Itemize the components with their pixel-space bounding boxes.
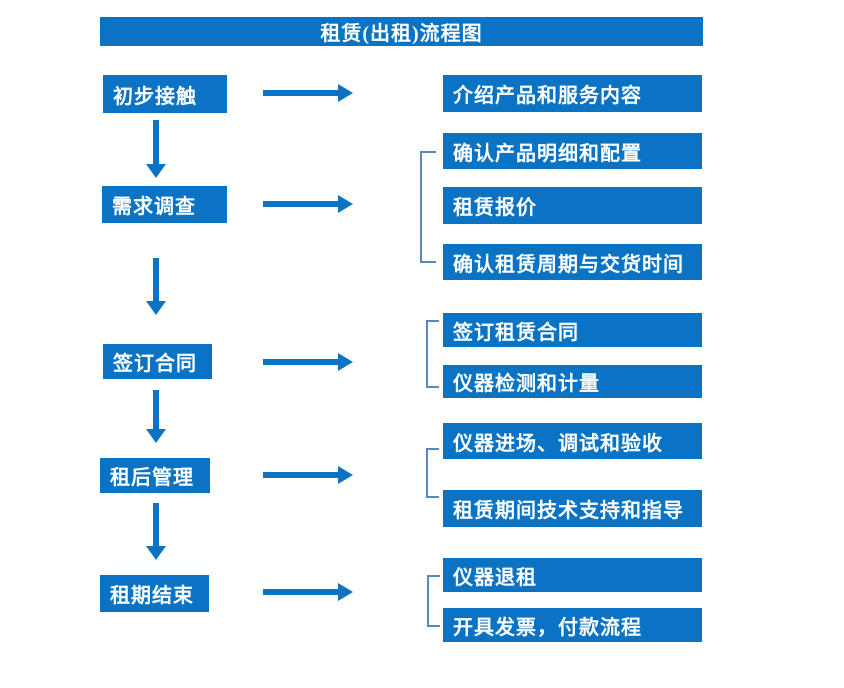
arrow-head-down-icon (146, 546, 166, 560)
detail-sign-rental-contract: 签订租赁合同 (443, 313, 702, 347)
stage-post-rental-management: 租后管理 (100, 458, 210, 493)
detail-invoice-payment-process: 开具发票，付款流程 (443, 608, 702, 642)
detail-rental-tech-support-guidance: 租赁期间技术支持和指导 (443, 490, 702, 527)
down-arrow-stage4-to-stage5 (146, 503, 166, 560)
down-arrow-stage2-to-stage3 (146, 258, 166, 315)
arrow-shaft (263, 90, 339, 96)
stage-demand-survey: 需求调查 (102, 186, 227, 223)
right-arrow-stage5 (263, 583, 353, 601)
arrow-head-right-icon (338, 466, 353, 484)
arrow-shaft (263, 359, 339, 365)
group-bracket-post-rental (426, 448, 439, 498)
arrow-shaft (263, 589, 339, 595)
right-arrow-stage2 (263, 195, 353, 213)
arrow-head-down-icon (146, 301, 166, 315)
right-arrow-stage1 (263, 84, 353, 102)
detail-confirm-product-details-config: 确认产品明细和配置 (443, 133, 702, 169)
arrow-head-right-icon (338, 583, 353, 601)
arrow-shaft (153, 503, 159, 547)
arrow-head-down-icon (146, 164, 166, 178)
detail-rental-quotation: 租赁报价 (443, 187, 702, 224)
group-bracket-sign-contract (426, 320, 439, 388)
stage-lease-end: 租期结束 (100, 575, 209, 612)
arrow-shaft (263, 201, 339, 207)
group-bracket-demand-survey (420, 151, 436, 263)
detail-confirm-rental-period-delivery: 确认租赁周期与交货时间 (443, 244, 702, 280)
detail-instrument-return: 仪器退租 (443, 558, 702, 592)
group-bracket-lease-end (427, 575, 440, 627)
right-arrow-stage4 (263, 466, 353, 484)
arrow-shaft (153, 258, 159, 302)
arrow-head-right-icon (338, 195, 353, 213)
arrow-shaft (153, 390, 159, 430)
right-arrow-stage3 (263, 353, 353, 371)
flowchart-title: 租赁(出租)流程图 (100, 17, 703, 46)
detail-instrument-testing-measurement: 仪器检测和计量 (443, 365, 702, 398)
down-arrow-stage3-to-stage4 (146, 390, 166, 443)
detail-introduce-products-services: 介绍产品和服务内容 (443, 75, 702, 112)
stage-initial-contact: 初步接触 (103, 75, 227, 113)
arrow-head-right-icon (338, 84, 353, 102)
arrow-shaft (153, 120, 159, 165)
down-arrow-stage1-to-stage2 (146, 120, 166, 178)
stage-sign-contract: 签订合同 (103, 344, 212, 379)
arrow-head-right-icon (338, 353, 353, 371)
arrow-shaft (263, 472, 339, 478)
arrow-head-down-icon (146, 429, 166, 443)
detail-instrument-entry-debug-acceptance: 仪器进场、调试和验收 (443, 423, 702, 459)
